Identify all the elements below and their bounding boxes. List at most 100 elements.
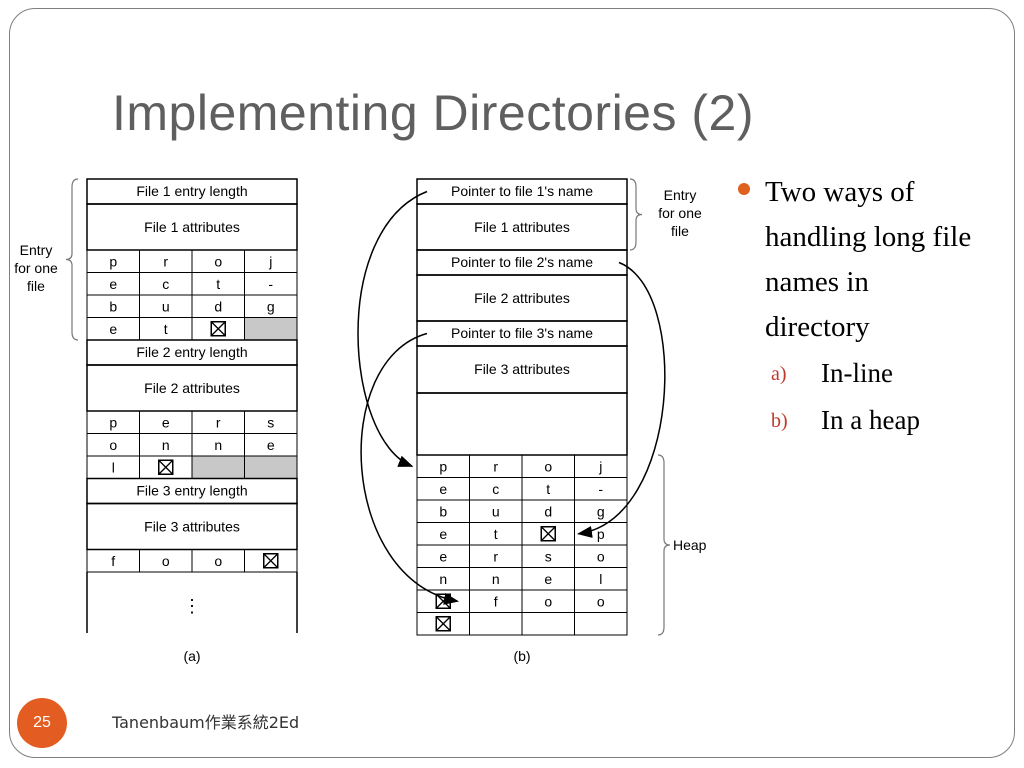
char-label: e [439,526,447,542]
pointer-label: Pointer to file 1's name [451,183,593,199]
char-label: j [268,253,272,269]
padding-cell [521,612,575,636]
char-label: g [267,298,275,314]
char-label: p [597,526,605,542]
end-marker-icon [540,526,556,542]
pointer-arrow-file2 [577,261,666,538]
char-label: - [268,276,273,292]
char-label: o [214,253,222,269]
end-marker-icon [158,459,174,475]
end-marker-icon [540,526,556,542]
char-label: n [492,571,500,587]
char-label: s [267,414,274,430]
caption-a: (a) [183,648,200,664]
char-label: s [545,548,552,564]
char-label: r [493,458,498,474]
page-number-badge: 25 [17,698,67,748]
bullet-dot-icon [738,183,750,195]
entry-brace-label: Entry [664,187,697,203]
pointer-label: Pointer to file 2's name [451,254,593,270]
char-label: o [109,437,117,453]
brace-icon [657,454,671,636]
sub-bullet-text: In-line [821,358,893,388]
char-label: - [598,481,603,497]
char-label: l [112,459,115,475]
char-label: b [439,503,447,519]
attributes-label: File 1 attributes [144,219,240,235]
entry-brace-label: for one [658,205,702,221]
sub-bullet-label: b) [771,410,788,432]
char-label: e [439,481,447,497]
char-label: u [162,298,170,314]
char-label: p [439,458,447,474]
footer-text: Tanenbaum作業系統2Ed [112,713,300,732]
char-label: o [544,593,552,609]
char-label: r [493,548,498,564]
char-label: p [109,253,117,269]
heap-label: Heap [673,537,707,553]
char-label: t [546,481,550,497]
brace-icon [629,178,643,251]
bullet-list: Two ways of handling long file names in … [738,170,978,444]
entry-length-label: File 1 entry length [136,183,247,199]
entry-brace-label: file [27,278,45,294]
char-label: d [214,298,222,314]
sub-bullet-heap: b) In a heap [738,397,978,444]
entry-brace-label: for one [14,260,58,276]
char-label: n [214,437,222,453]
end-marker-icon [435,616,451,632]
end-marker-icon [435,616,451,632]
slide-frame [9,8,1015,758]
ellipsis-label: ⋮ [183,596,201,616]
padding-cell [191,455,245,479]
slide-title: Implementing Directories (2) [112,85,754,141]
attributes-label: File 2 attributes [474,290,570,306]
char-label: o [162,553,170,569]
char-label: c [162,276,169,292]
padding-cell [244,455,298,479]
padding-cell [469,612,523,636]
char-label: j [598,458,602,474]
char-label: u [492,503,500,519]
pointer-label: Pointer to file 3's name [451,325,593,341]
bullet-main-text: Two ways of handling long file names in … [765,176,972,343]
char-label: e [162,414,170,430]
char-label: o [597,548,605,564]
char-label: d [544,503,552,519]
brace-icon [65,178,79,341]
char-label: c [492,481,499,497]
char-label: t [216,276,220,292]
char-label: e [109,321,117,337]
end-marker-icon [210,321,226,337]
char-label: r [163,253,168,269]
bullet-main: Two ways of handling long file names in … [738,170,978,350]
sub-bullet-inline: a) In-line [738,350,978,397]
padding-cell [574,612,628,636]
entry-length-label: File 3 entry length [136,483,247,499]
pointer-arrow-file1 [357,190,428,467]
entry-length-label: File 2 entry length [136,344,247,360]
end-marker-icon [158,459,174,475]
char-label: e [544,571,552,587]
sub-bullet-label: a) [771,363,787,385]
caption-b: (b) [513,648,530,664]
char-label: n [439,571,447,587]
char-label: p [109,414,117,430]
attributes-label: File 2 attributes [144,380,240,396]
char-label: b [109,298,117,314]
char-label: e [267,437,275,453]
attributes-label: File 1 attributes [474,219,570,235]
char-label: l [599,571,602,587]
char-label: f [494,593,498,609]
sub-bullet-text: In a heap [821,405,920,435]
char-label: t [164,321,168,337]
char-label: t [494,526,498,542]
attributes-label: File 3 attributes [144,519,240,535]
char-label: f [111,553,115,569]
char-label: n [162,437,170,453]
char-label: e [109,276,117,292]
char-label: o [544,458,552,474]
end-marker-icon [263,553,279,569]
